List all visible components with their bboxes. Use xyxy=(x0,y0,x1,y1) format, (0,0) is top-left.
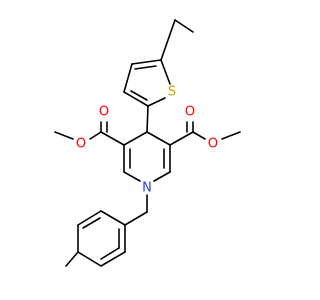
bond-thiophene-c5-c4-double xyxy=(134,65,157,70)
atom-label-right-carbonyl-oxygen: O xyxy=(185,105,195,120)
bond-benzene-c5-c6 xyxy=(100,251,126,267)
bond-ch2-benzene xyxy=(124,211,148,226)
bond-benzene-c2-c3 xyxy=(77,210,102,226)
molecule-structure: S N O O O O xyxy=(54,19,241,267)
bond-right-ester-c-oether xyxy=(192,131,206,140)
bond-left-ester-c3-carbonyl xyxy=(100,131,125,146)
bond-thiophene-c4-c3 xyxy=(123,63,133,93)
bond-benzene-methyl xyxy=(65,251,79,267)
bond-benzene-c4-c5 xyxy=(77,251,102,267)
bond-ring-c4-c3 xyxy=(123,131,148,146)
bond-ring-c6-n xyxy=(153,171,171,182)
bond-left-ester-c-oether xyxy=(89,131,102,140)
bond-left-ester-oether-methyl xyxy=(54,131,74,140)
bond-ring-c2-n xyxy=(123,171,141,182)
bond-right-ester-oether-methyl xyxy=(221,131,241,140)
structure-canvas: S N O O O O xyxy=(54,19,241,267)
bond-thiophene-c3-c2 xyxy=(123,91,149,107)
bond-ethyl-ch3 xyxy=(174,19,194,33)
atom-label-left-ether-oxygen: O xyxy=(76,137,86,152)
bond-thiophene-to-c4 xyxy=(146,105,149,133)
bond-thiophene-c5-s xyxy=(160,59,171,85)
bond-benzene-c1-c2 xyxy=(100,210,126,226)
bond-thiophene-c2-s xyxy=(147,97,166,107)
bond-ring-c4-c5 xyxy=(146,131,171,146)
atom-label-left-carbonyl-oxygen: O xyxy=(99,105,109,120)
atom-label-nitrogen: N xyxy=(142,181,152,196)
bond-right-ester-c5-carbonyl xyxy=(169,131,194,146)
bond-benzene-c2-c3-double xyxy=(82,217,101,229)
bond-thiophene-c5-c4 xyxy=(131,59,162,65)
bond-ethyl-ch2 xyxy=(160,19,176,61)
bond-benzene-c5-c6-double xyxy=(100,247,120,260)
bond-thiophene-c3-c2-double xyxy=(130,90,148,101)
atom-label-right-ether-oxygen: O xyxy=(208,137,218,152)
atom-label-sulfur: S xyxy=(168,85,176,100)
